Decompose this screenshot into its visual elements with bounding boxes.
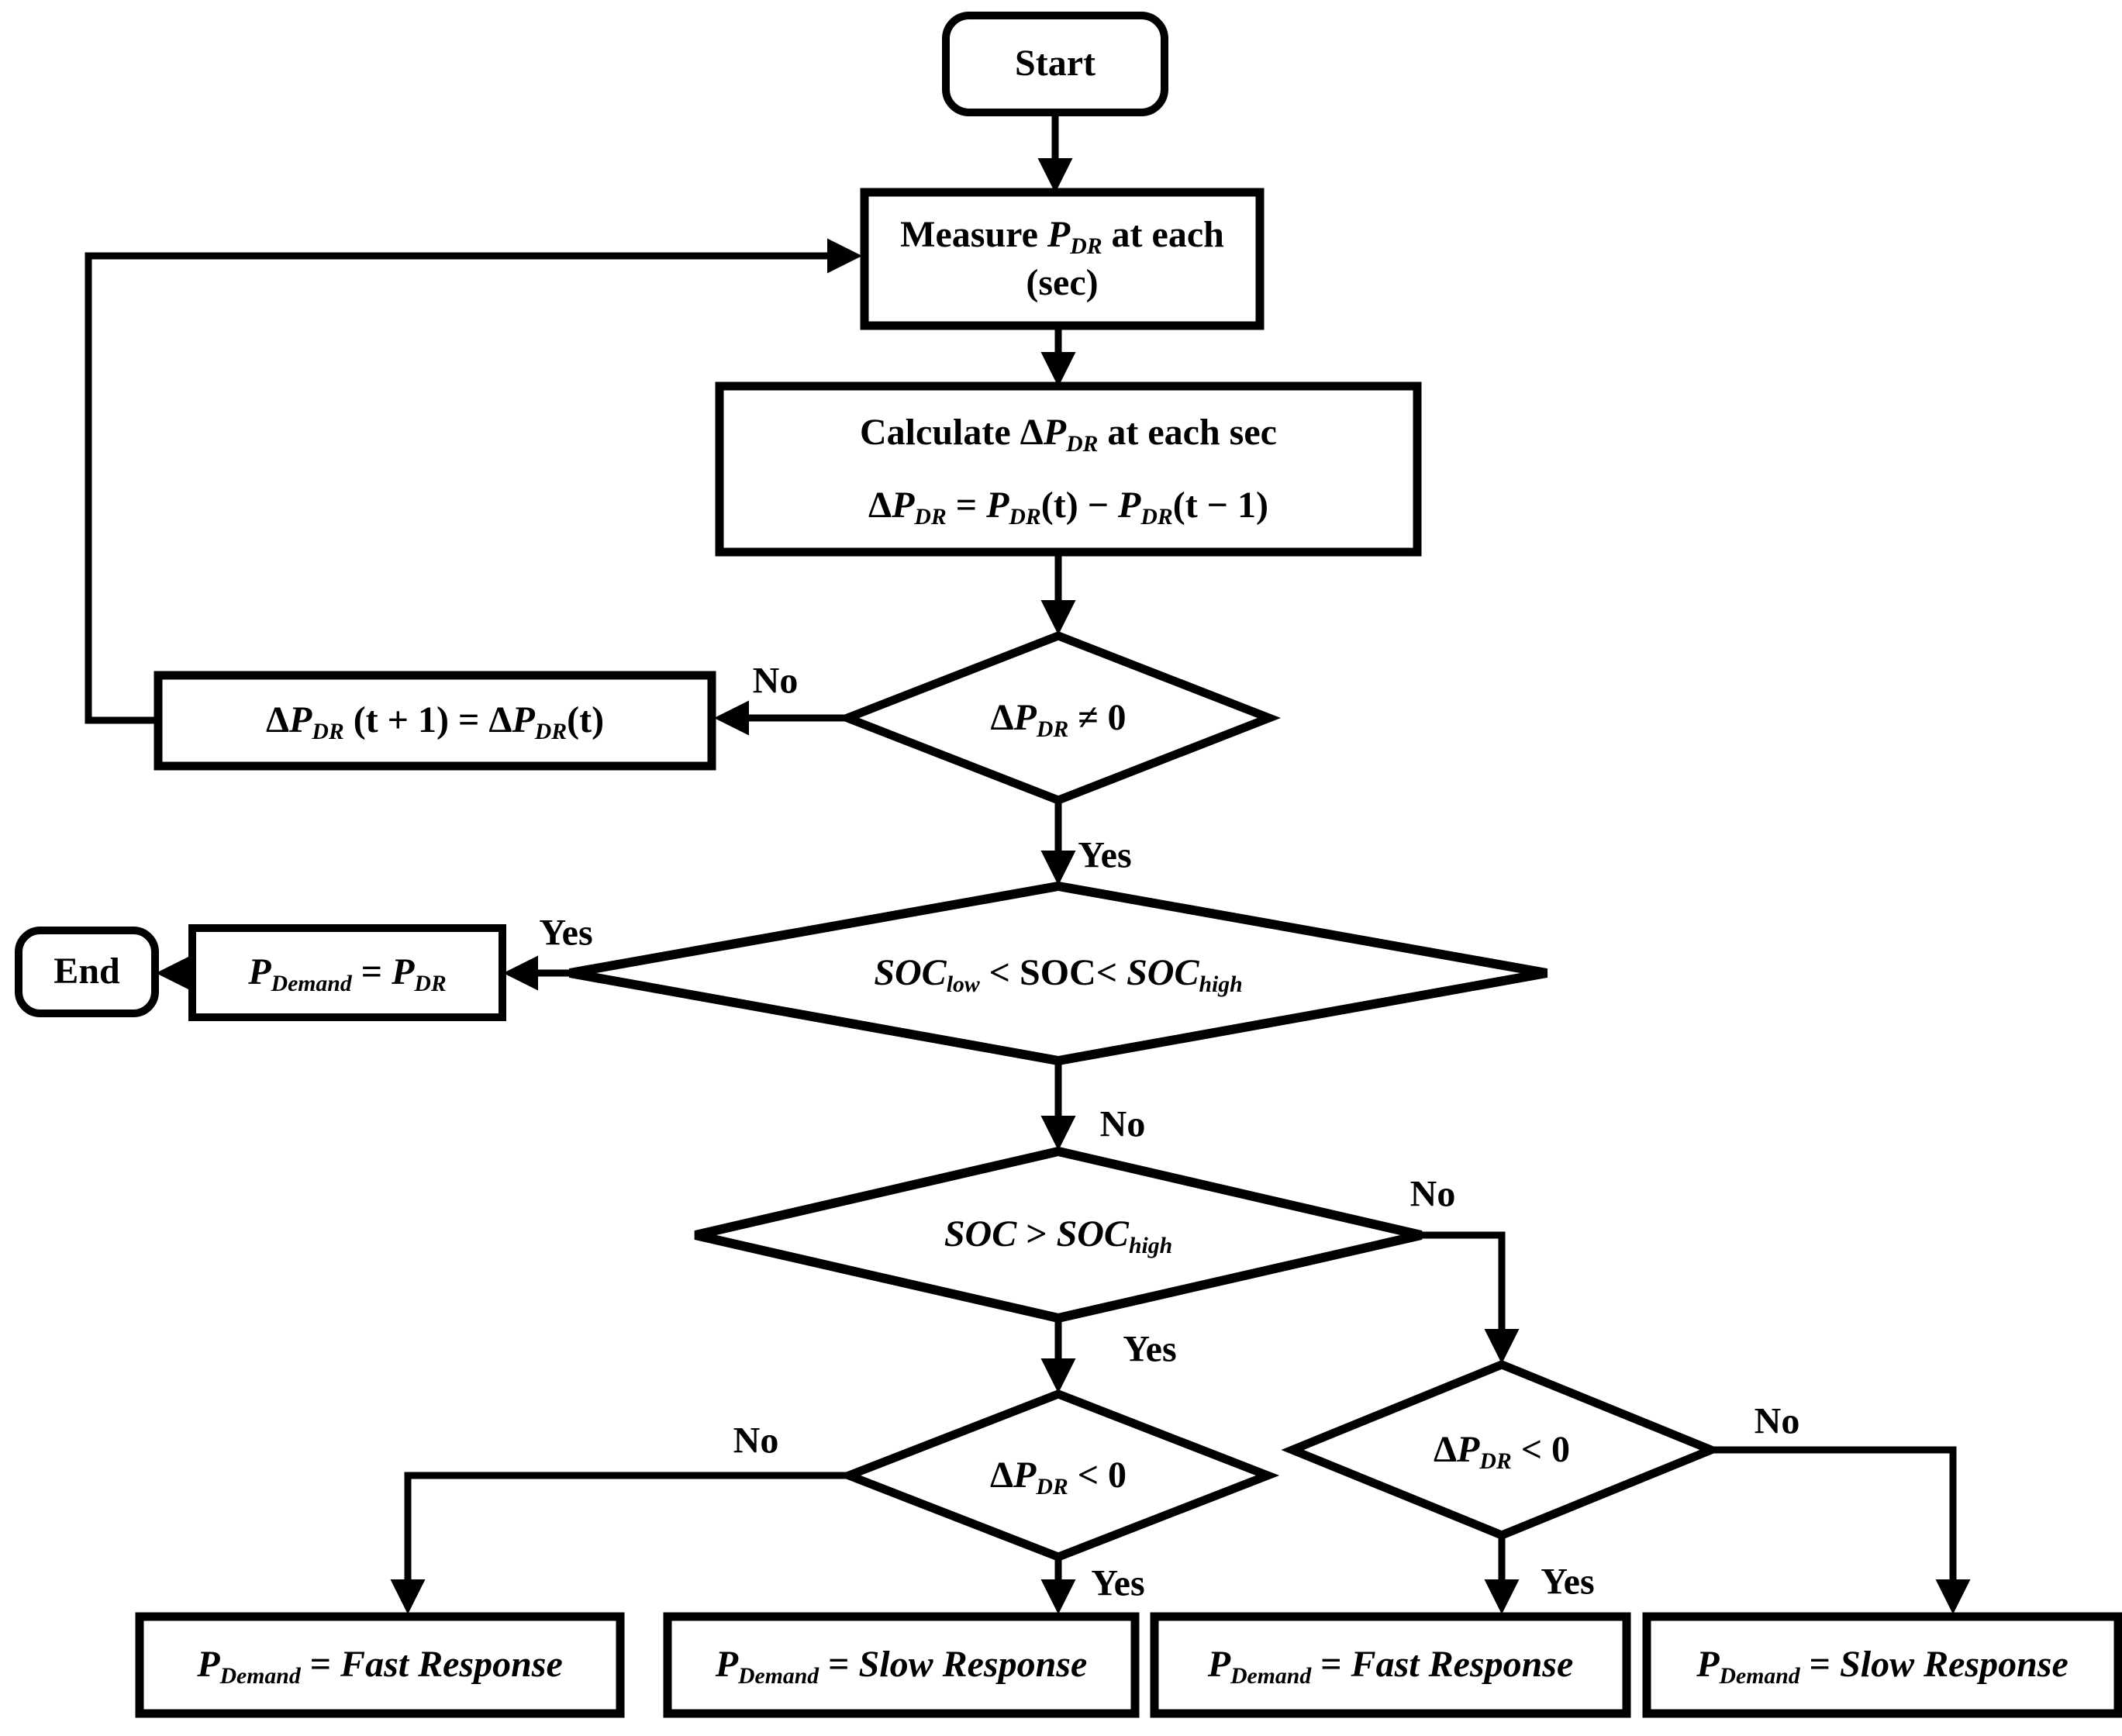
check-delta-node-label: ΔPDR ≠ 0 — [847, 636, 1269, 800]
pdemand-pdr-node-label: PDemand = PDR — [192, 928, 502, 1017]
fast-response-left-label: PDemand = Fast Response — [140, 1617, 620, 1735]
slow-response-right-text: PDemand = Slow Response — [1696, 1644, 2069, 1689]
soc-range-text: SOClow < SOC< SOChigh — [874, 952, 1243, 998]
delta-left-text: ΔPDR < 0 — [989, 1454, 1127, 1500]
slow-response-right-label: PDemand = Slow Response — [1647, 1617, 2118, 1735]
delta-left-decision-shape — [837, 1389, 1280, 1562]
fast-response-right-text: PDemand = Fast Response — [1207, 1644, 1574, 1689]
connector-soc-high-no-to-delta-right — [1421, 1231, 1520, 1364]
end-terminator-shape — [15, 927, 159, 1017]
edge-label-check-delta-yes: Yes — [1078, 834, 1132, 876]
fast-response-right-label: PDemand = Fast Response — [1154, 1617, 1627, 1735]
start-node-label: Start — [1015, 43, 1096, 85]
measure-line1: Measure PDR at each — [900, 213, 1224, 259]
soc-high-text: SOC > SOChigh — [944, 1213, 1173, 1259]
edge-label-check-delta-no: No — [752, 660, 799, 702]
hold-delta-process-shape — [154, 671, 716, 771]
calculate-line1: Calculate ΔPDR at each sec — [860, 411, 1277, 457]
check-delta-text: ΔPDR ≠ 0 — [990, 696, 1127, 742]
fast-response-left-shape — [135, 1612, 625, 1718]
measure-line2: (sec) — [1026, 262, 1099, 303]
slow-response-mid-label: PDemand = Slow Response — [668, 1617, 1135, 1735]
calculate-node-label: Calculate ΔPDR at each sec ΔPDR = PDR(t)… — [719, 386, 1417, 552]
slow-response-right-shape — [1642, 1612, 2122, 1718]
delta-right-node-label: ΔPDR < 0 — [1292, 1365, 1711, 1535]
end-node-label: End — [53, 951, 120, 992]
soc-high-node-label: SOC > SOChigh — [695, 1151, 1421, 1318]
soc-range-decision-shape — [568, 881, 1548, 1066]
pdemand-pdr-text: PDemand = PDR — [248, 951, 447, 997]
start-terminator-shape — [942, 12, 1168, 116]
delta-right-decision-shape — [1281, 1360, 1723, 1540]
delta-left-node-label: ΔPDR < 0 — [849, 1394, 1268, 1557]
edge-label-delta-left-yes: Yes — [1091, 1562, 1145, 1604]
edge-label-soc-range-yes: Yes — [539, 912, 593, 954]
delta-right-text: ΔPDR < 0 — [1433, 1428, 1571, 1474]
calculate-process-shape — [715, 381, 1422, 557]
edge-label-delta-left-no: No — [733, 1420, 779, 1462]
measure-node-label: Measure PDR at each (sec) — [864, 192, 1260, 326]
check-delta-decision-shape — [835, 631, 1282, 805]
measure-process-shape — [860, 188, 1265, 330]
fast-response-left-text: PDemand = Fast Response — [197, 1644, 563, 1689]
connector-hold-feedback-to-measure — [85, 238, 862, 724]
soc-range-node-label: SOClow < SOC< SOChigh — [570, 886, 1547, 1061]
fast-response-right-shape — [1150, 1612, 1631, 1718]
edge-label-delta-right-yes: Yes — [1541, 1561, 1595, 1603]
edge-label-soc-high-no: No — [1409, 1173, 1456, 1215]
slow-response-mid-shape — [663, 1612, 1140, 1718]
connector-delta-left-no-to-fast-left — [390, 1472, 849, 1614]
edge-label-soc-range-no: No — [1099, 1103, 1146, 1145]
hold-delta-text: ΔPDR (t + 1) = ΔPDR(t) — [265, 699, 605, 745]
hold-delta-node-label: ΔPDR (t + 1) = ΔPDR(t) — [158, 675, 712, 766]
connector-delta-right-no-to-slow-right — [1711, 1446, 1971, 1614]
edge-label-delta-right-no: No — [1754, 1400, 1800, 1442]
edge-label-soc-high-yes: Yes — [1123, 1328, 1177, 1370]
calculate-formula: ΔPDR = PDR(t) − PDR(t − 1) — [868, 485, 1269, 530]
slow-response-mid-text: PDemand = Slow Response — [715, 1644, 1088, 1689]
soc-high-decision-shape — [694, 1146, 1423, 1324]
pdemand-pdr-process-shape — [188, 924, 506, 1021]
